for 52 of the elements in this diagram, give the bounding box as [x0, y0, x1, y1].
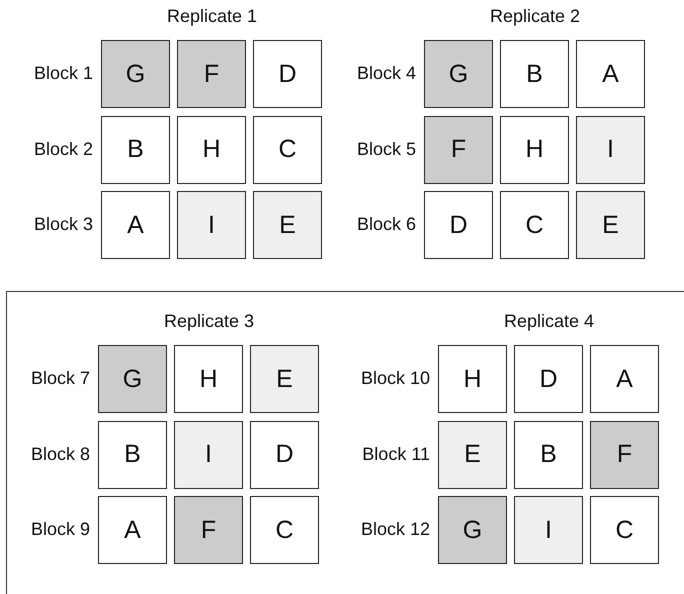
block-label: Block 4 [356, 63, 416, 84]
plot-cell: E [576, 191, 645, 259]
plot-cell: C [590, 496, 659, 564]
plot-cell: A [576, 40, 645, 108]
plot-cell: H [174, 345, 243, 413]
plot-cell: B [514, 420, 583, 488]
plot-cell: I [514, 496, 583, 564]
block-label: Block 8 [30, 444, 90, 464]
plot-cell: H [438, 345, 507, 413]
plot-cell: D [253, 40, 322, 108]
block-label: Block 3 [32, 214, 93, 235]
plot-cell: F [590, 420, 659, 488]
plot-cell: H [500, 116, 569, 184]
plot-cell: F [424, 116, 493, 184]
plot-cell: G [438, 496, 507, 564]
plot-cell: E [253, 191, 322, 259]
plot-cell: B [101, 116, 170, 184]
plot-cell: G [101, 40, 170, 108]
plot-cell: D [514, 345, 583, 413]
plot-cell: I [174, 420, 243, 488]
replicate-title: Replicate 3 [162, 311, 256, 332]
plot-cell: A [101, 191, 170, 259]
plot-cell: E [438, 420, 507, 488]
plot-cell: H [177, 116, 246, 184]
plot-cell: I [177, 191, 246, 259]
plot-cell: A [590, 345, 659, 413]
replicate-title: Replicate 4 [502, 311, 596, 332]
block-label: Block 1 [32, 63, 93, 84]
plot-cell: C [253, 116, 322, 184]
plot-cell: E [250, 345, 319, 413]
replicate-title: Replicate 2 [488, 6, 582, 27]
plot-cell: F [177, 40, 246, 108]
block-label: Block 2 [32, 138, 93, 160]
block-label: Block 6 [356, 214, 416, 235]
plot-cell: B [98, 420, 167, 488]
plot-cell: A [98, 496, 167, 564]
plot-cell: G [98, 345, 167, 413]
replicate-title: Replicate 1 [166, 6, 258, 27]
plot-cell: C [250, 496, 319, 564]
plot-cell: I [576, 116, 645, 184]
block-label: Block 12 [360, 519, 430, 540]
block-label: Block 5 [356, 138, 416, 160]
block-label: Block 9 [30, 519, 90, 540]
block-label: Block 11 [361, 444, 430, 464]
plot-cell: D [424, 191, 493, 259]
block-label: Block 10 [360, 368, 430, 389]
plot-cell: B [500, 40, 569, 108]
plot-cell: D [250, 420, 319, 488]
block-label: Block 7 [30, 368, 90, 389]
plot-cell: F [174, 496, 243, 564]
plot-cell: G [424, 40, 493, 108]
plot-cell: C [500, 191, 569, 259]
